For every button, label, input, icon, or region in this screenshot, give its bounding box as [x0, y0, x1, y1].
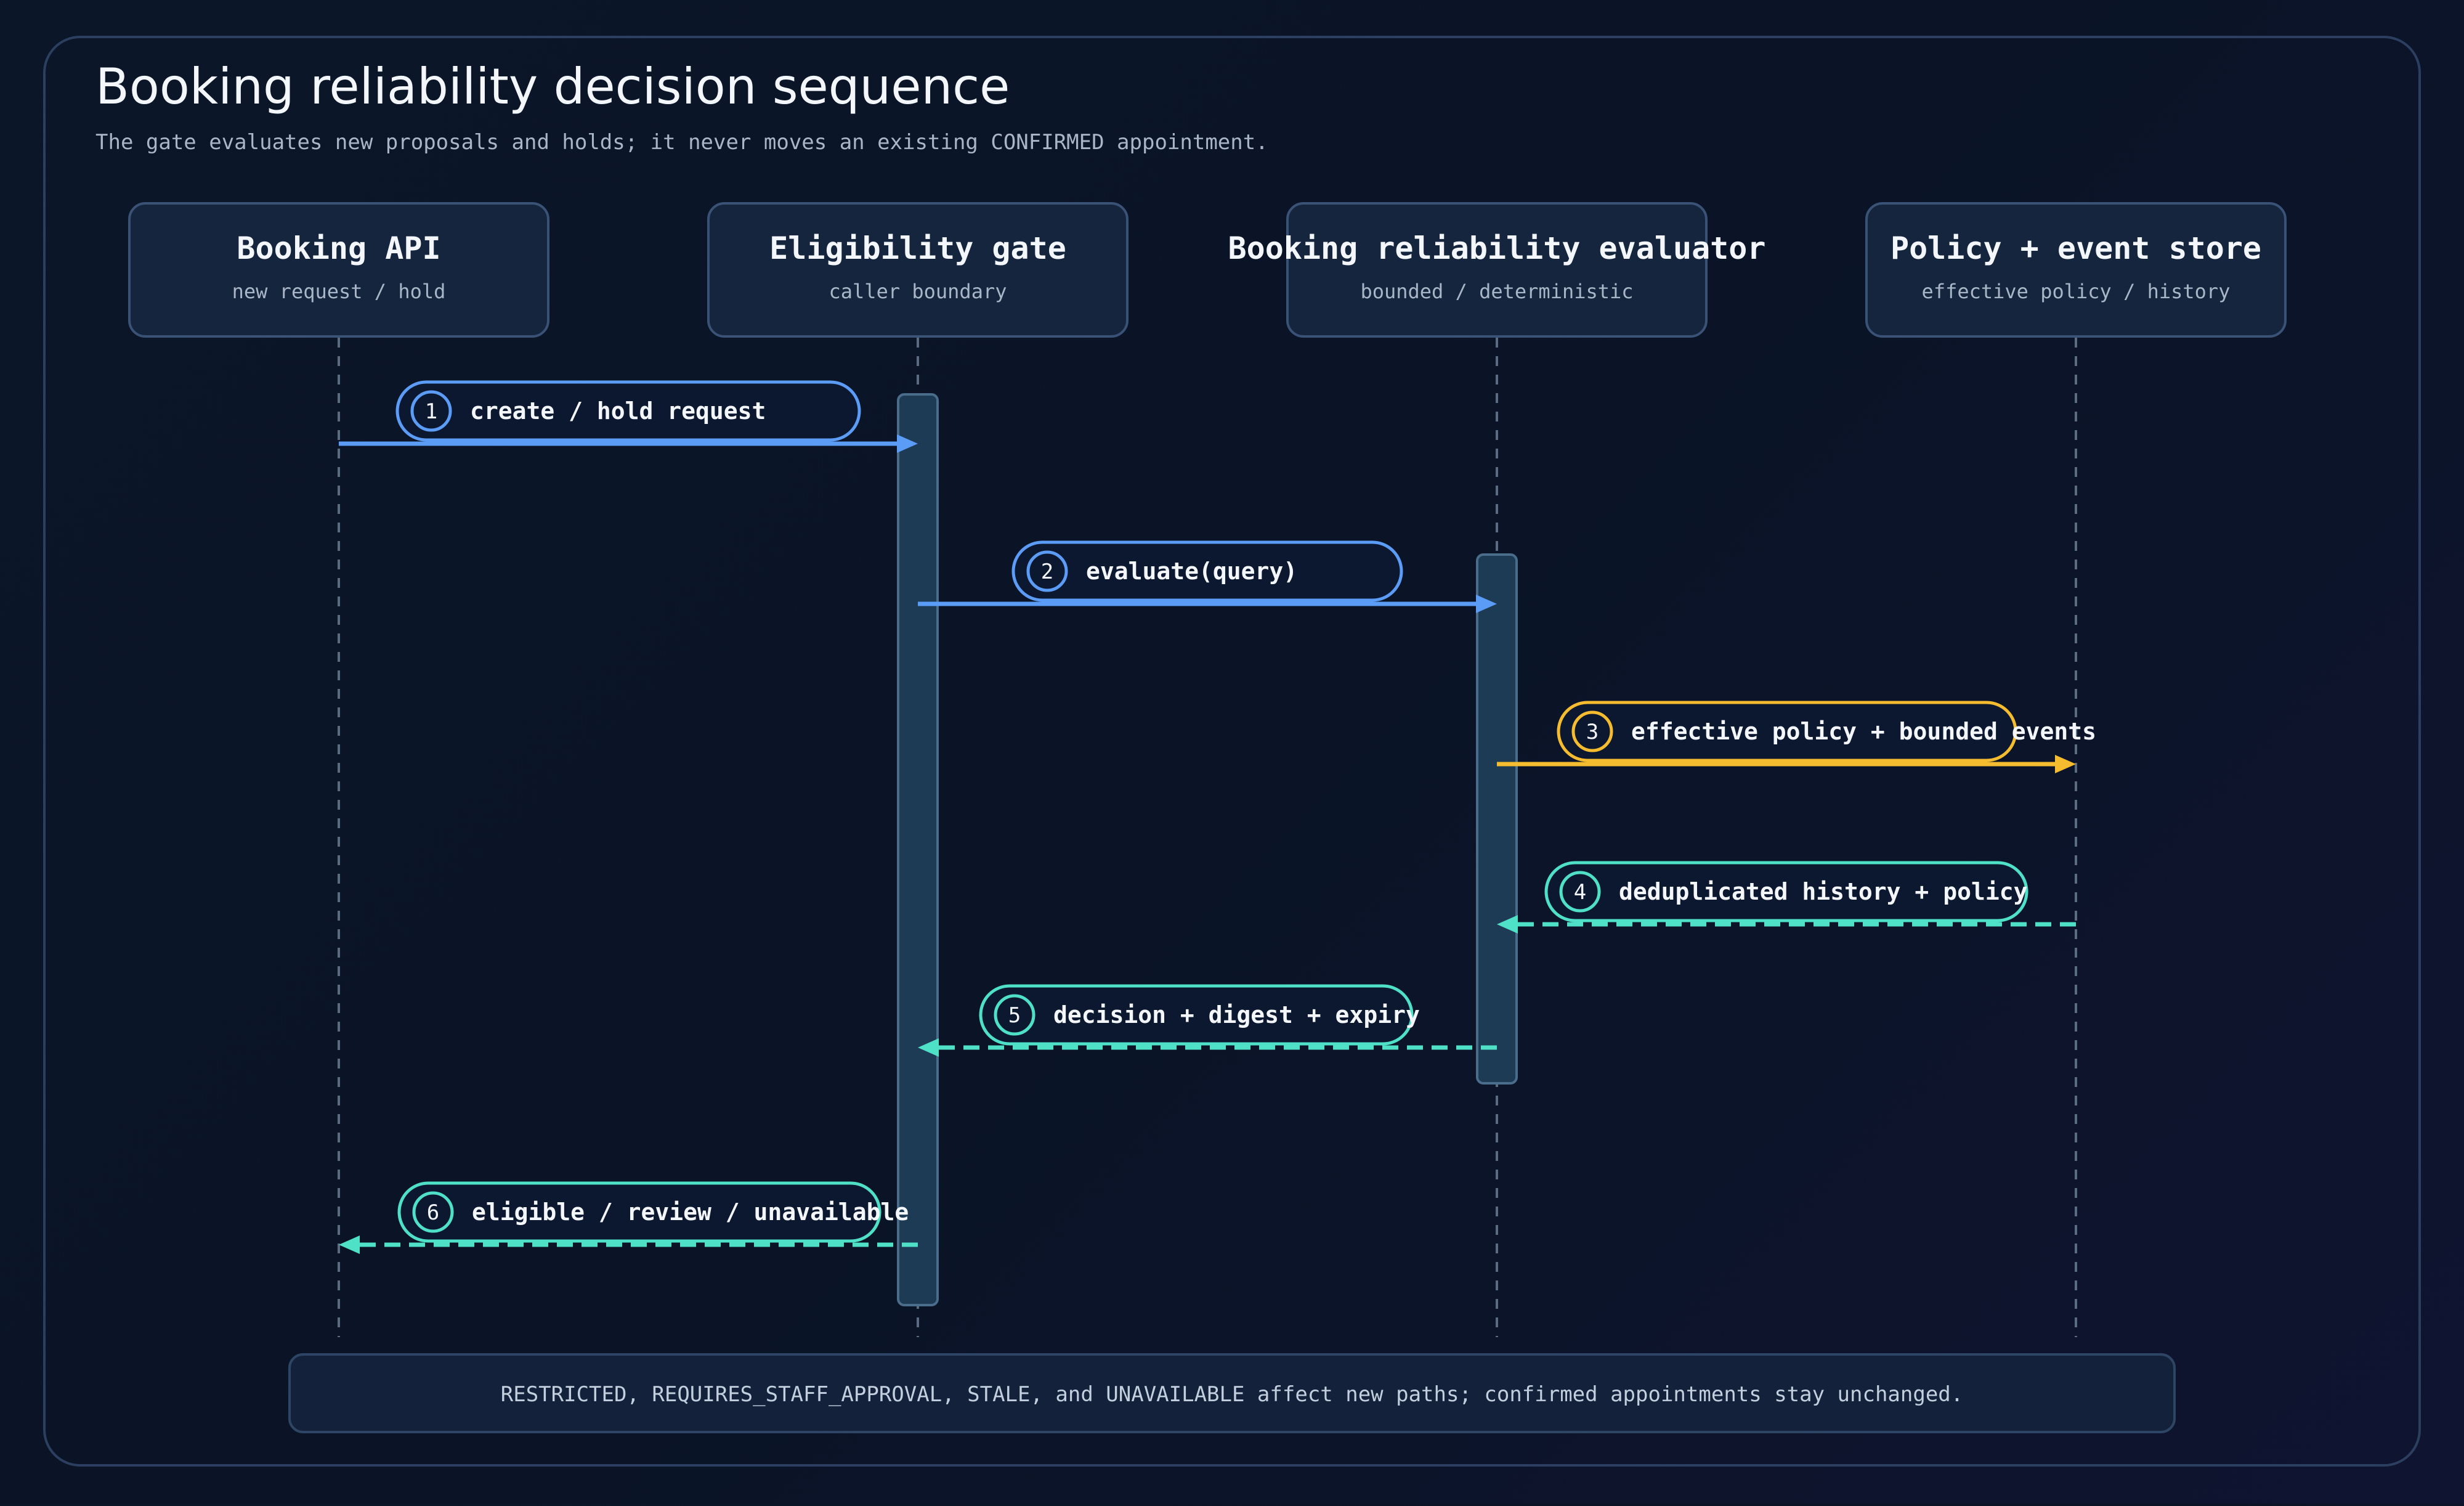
actor-subtitle: new request / hold [232, 280, 446, 303]
actor-box [707, 202, 1129, 338]
arrow-head [897, 434, 918, 453]
message-2: 2 evaluate(query) [918, 540, 1497, 613]
step-number-badge [1026, 550, 1068, 592]
step-number: 6 [427, 1200, 439, 1225]
actor-name: Eligibility gate [769, 230, 1066, 266]
diagram-frame [43, 36, 2421, 1467]
note-text: RESTRICTED, REQUIRES_STAFF_APPROVAL, STA… [501, 1382, 1964, 1407]
actor-name: Booking reliability evaluator [1228, 230, 1766, 266]
step-number: 5 [1008, 1003, 1021, 1028]
actor-subtitle: effective policy / history [1922, 280, 2231, 303]
step-number-badge [994, 994, 1035, 1036]
message-label-pill [395, 380, 861, 442]
actor-box [1286, 202, 1708, 338]
note-box [288, 1353, 2176, 1433]
message-label: evaluate(query) [1086, 558, 1297, 585]
message-label-pill [1557, 701, 2017, 762]
message-label-pill [397, 1181, 881, 1243]
actor-box [1865, 202, 2287, 338]
actor-name: Policy + event store [1891, 230, 2261, 266]
step-number: 4 [1574, 880, 1586, 905]
actor-subtitle: caller boundary [829, 280, 1007, 303]
activation-bar-evaluator [1476, 553, 1518, 1085]
message-label: decision + digest + expiry [1053, 1001, 1420, 1028]
message-label: effective policy + bounded events [1631, 718, 2096, 745]
step-number-badge [410, 390, 452, 432]
arrow-head [1476, 595, 1497, 613]
message-1: 1 create / hold request [339, 380, 918, 453]
actors: Booking API new request / hold Eligibility… [128, 202, 2287, 338]
actor-name: Booking API [237, 230, 440, 266]
step-number: 1 [425, 399, 437, 424]
arrow-head [1497, 915, 1518, 934]
actor-evaluator: Booking reliability evaluator bounded / d… [1228, 202, 1766, 338]
message-label: eligible / review / unavailable [472, 1199, 909, 1226]
step-number-badge [1559, 871, 1601, 913]
message-3: 3 effective policy + bounded events [1497, 701, 2096, 773]
activation-bar-gate [897, 393, 939, 1306]
step-number: 2 [1041, 560, 1053, 584]
diagram-subtitle: The gate evaluates new proposals and hol… [95, 130, 1268, 155]
actor-api: Booking API new request / hold [128, 202, 549, 338]
step-number: 3 [1586, 720, 1599, 744]
step-number-badge [1571, 710, 1613, 752]
step-number-badge [412, 1191, 454, 1233]
actor-gate: Eligibility gate caller boundary [707, 202, 1129, 338]
message-4: 4 deduplicated history + policy [1497, 861, 2076, 934]
actor-box [128, 202, 549, 338]
message-label: create / hold request [470, 397, 766, 425]
actor-store: Policy + event store effective policy / h… [1865, 202, 2287, 338]
message-label-pill [1544, 861, 2028, 922]
message-5: 5 decision + digest + expiry [918, 984, 1497, 1057]
messages: 1 create / hold request 2 evaluate(query) 3 e… [339, 380, 2096, 1254]
message-label: deduplicated history + policy [1619, 878, 2027, 905]
arrow-head [339, 1235, 360, 1254]
diagram-title: Booking reliability decision sequence [95, 58, 1010, 115]
message-label-pill [1011, 540, 1403, 602]
actor-subtitle: bounded / deterministic [1360, 280, 1633, 303]
arrow-head [918, 1038, 939, 1057]
message-6: 6 eligible / review / unavailable [339, 1181, 918, 1254]
arrow-head [2055, 755, 2076, 773]
message-label-pill [979, 984, 1414, 1046]
